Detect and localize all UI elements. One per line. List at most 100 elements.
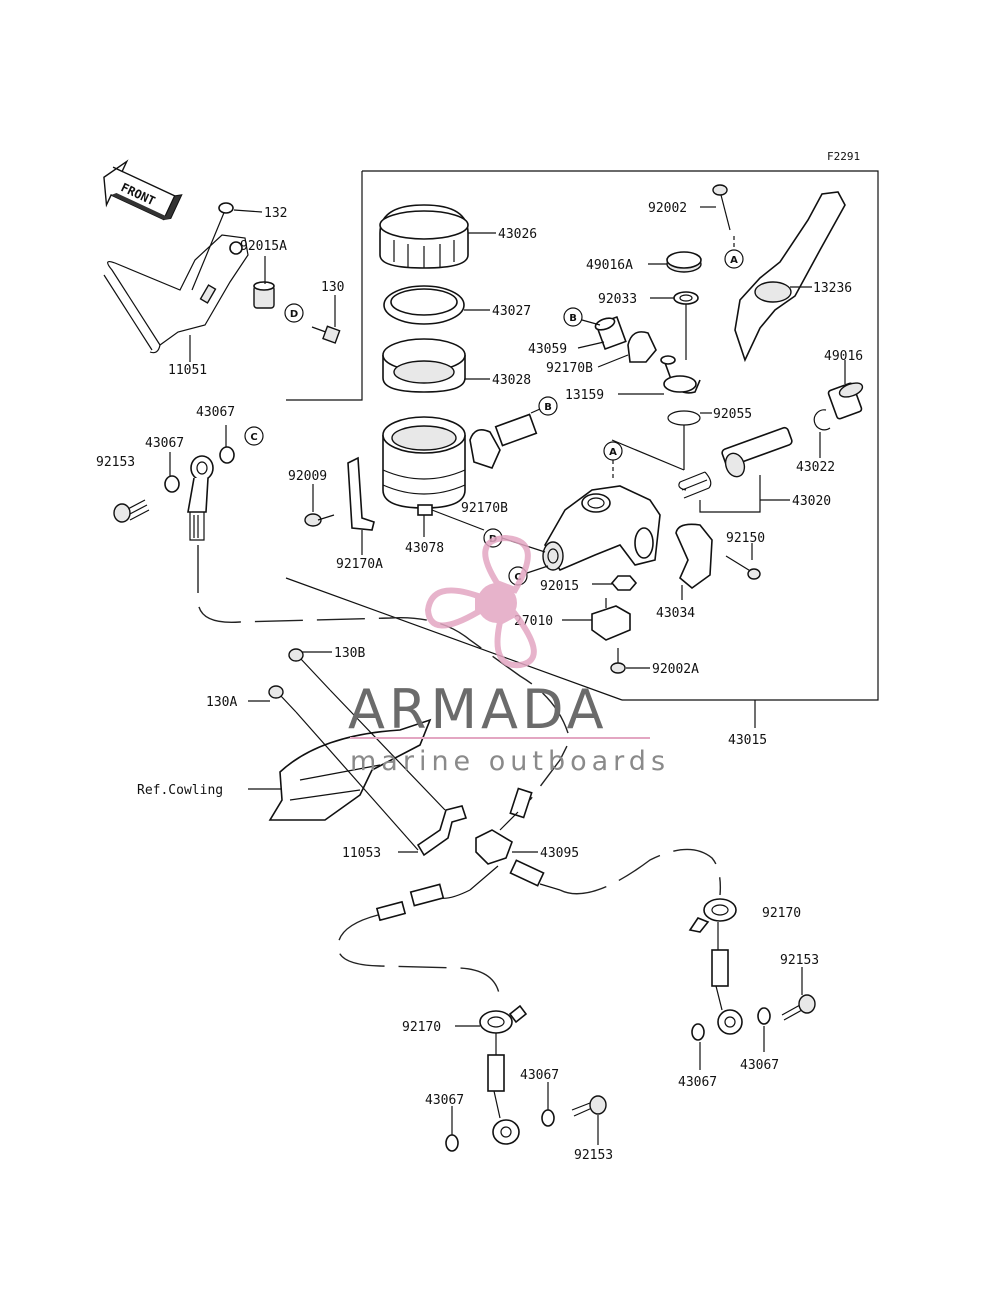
label-49016A: 49016A bbox=[586, 258, 633, 273]
brake-lever-13236 bbox=[734, 191, 846, 363]
holder-43034 bbox=[675, 523, 713, 590]
label-92170-left: 92170 bbox=[402, 1020, 441, 1035]
assembly-outline bbox=[286, 171, 363, 401]
label-92170-right: 92170 bbox=[762, 906, 801, 921]
propeller-logo bbox=[424, 534, 537, 669]
label-11051: 11051 bbox=[168, 363, 207, 378]
label-92002A: 92002A bbox=[652, 662, 699, 677]
banjo-fitting-upper-left bbox=[187, 455, 214, 541]
clamp-92170-right bbox=[688, 898, 737, 950]
label-92153-c: 92153 bbox=[574, 1148, 613, 1163]
label-43015: 43015 bbox=[728, 733, 767, 748]
screw-92002A bbox=[610, 648, 626, 674]
label-13236: 13236 bbox=[813, 281, 852, 296]
label-130B: 130B bbox=[334, 646, 365, 661]
seal-49016A bbox=[666, 251, 702, 273]
label-43067-e: 43067 bbox=[425, 1093, 464, 1108]
ring-92033 bbox=[673, 291, 699, 305]
label-43067-b: 43067 bbox=[145, 436, 184, 451]
hose-right bbox=[559, 848, 722, 896]
collar-92015A bbox=[253, 256, 275, 309]
svg-text:B: B bbox=[569, 313, 577, 324]
screw-92009 bbox=[304, 513, 335, 527]
washer-43067-a bbox=[219, 446, 235, 464]
master-cylinder-body bbox=[542, 485, 661, 572]
cowling-reference bbox=[268, 718, 432, 821]
clamp-92170B-upper bbox=[627, 331, 657, 363]
label-43095: 43095 bbox=[540, 846, 579, 861]
label-13159: 13159 bbox=[565, 388, 604, 403]
washer-43067-c bbox=[691, 1023, 705, 1041]
banjo-bolt-92153-a bbox=[113, 499, 150, 523]
reservoir-43078 bbox=[382, 416, 466, 516]
bolt-130B bbox=[288, 648, 331, 691]
hose-left bbox=[337, 914, 501, 1001]
label-92153-b: 92153 bbox=[780, 953, 819, 968]
hose-43059 bbox=[594, 315, 627, 351]
svg-text:A: A bbox=[730, 255, 738, 266]
svg-text:C: C bbox=[250, 432, 257, 443]
label-92170B-lower: 92170B bbox=[461, 501, 508, 516]
label-43059: 43059 bbox=[528, 342, 567, 357]
label-132: 132 bbox=[264, 206, 287, 221]
nut-92015 bbox=[610, 575, 638, 591]
piston-kit-43020 bbox=[678, 426, 793, 499]
clamp-92170-left bbox=[479, 1004, 528, 1055]
watermark-brand: ARMADA bbox=[348, 678, 608, 741]
washer-43067-f bbox=[541, 1109, 555, 1127]
svg-text:C: C bbox=[514, 572, 521, 583]
clamp-92170B-lower bbox=[469, 429, 501, 469]
screw-92002 bbox=[712, 184, 731, 231]
label-43067-f: 43067 bbox=[520, 1068, 559, 1083]
label-43067-d: 43067 bbox=[740, 1058, 779, 1073]
ref-circle-d-bracket: D bbox=[284, 303, 304, 323]
label-92009: 92009 bbox=[288, 469, 327, 484]
bolt-130 bbox=[311, 295, 341, 344]
washer-43067-d bbox=[757, 1007, 771, 1025]
label-130: 130 bbox=[321, 280, 344, 295]
label-49016: 49016 bbox=[824, 349, 863, 364]
svg-text:B: B bbox=[544, 402, 552, 413]
label-43027: 43027 bbox=[492, 304, 531, 319]
mount-bracket-11051 bbox=[103, 202, 249, 354]
label-92015: 92015 bbox=[540, 579, 579, 594]
fitting-13159 bbox=[660, 355, 701, 394]
banjo-bolt-92153-b bbox=[781, 994, 816, 1021]
clamp-11053 bbox=[416, 805, 468, 857]
label-43034: 43034 bbox=[656, 606, 695, 621]
reservoir-cap-43026 bbox=[379, 204, 469, 269]
ref-circle-b-top: B bbox=[563, 307, 583, 327]
joint-43095 bbox=[469, 787, 561, 891]
label-92055: 92055 bbox=[713, 407, 752, 422]
ref-circle-c-hose: C bbox=[244, 426, 264, 446]
label-43028: 43028 bbox=[492, 373, 531, 388]
hose-lower bbox=[494, 413, 538, 447]
label-92170A: 92170A bbox=[336, 557, 383, 572]
diaphragm-43028 bbox=[382, 338, 466, 393]
label-43067-a: 43067 bbox=[196, 405, 235, 420]
label-92002: 92002 bbox=[648, 201, 687, 216]
bolt-130A bbox=[268, 685, 297, 713]
label-130A: 130A bbox=[206, 695, 237, 710]
switch-27010 bbox=[591, 598, 631, 641]
svg-text:D: D bbox=[290, 309, 298, 320]
front-direction-arrow: FRONT bbox=[103, 159, 183, 221]
label-92170B-upper: 92170B bbox=[546, 361, 593, 376]
figure-code: F2291 bbox=[827, 150, 860, 163]
oring-92055 bbox=[667, 410, 701, 426]
ref-circle-a-body: A bbox=[603, 441, 623, 461]
banjo-bolt-92153-c bbox=[571, 1095, 607, 1117]
label-43078: 43078 bbox=[405, 541, 444, 556]
label-43022: 43022 bbox=[796, 460, 835, 475]
label-43020: 43020 bbox=[792, 494, 831, 509]
label-43026: 43026 bbox=[498, 227, 537, 242]
label-ref-cowling: Ref.Cowling bbox=[137, 783, 223, 798]
bolt-92150 bbox=[725, 555, 761, 580]
hose-left-fitting bbox=[375, 883, 471, 922]
label-92153-a: 92153 bbox=[96, 455, 135, 470]
washer-43067-b bbox=[164, 475, 180, 493]
clamp-92170A bbox=[347, 456, 375, 531]
label-92015A: 92015A bbox=[240, 239, 287, 254]
ref-circle-b-mid: B bbox=[538, 396, 558, 416]
